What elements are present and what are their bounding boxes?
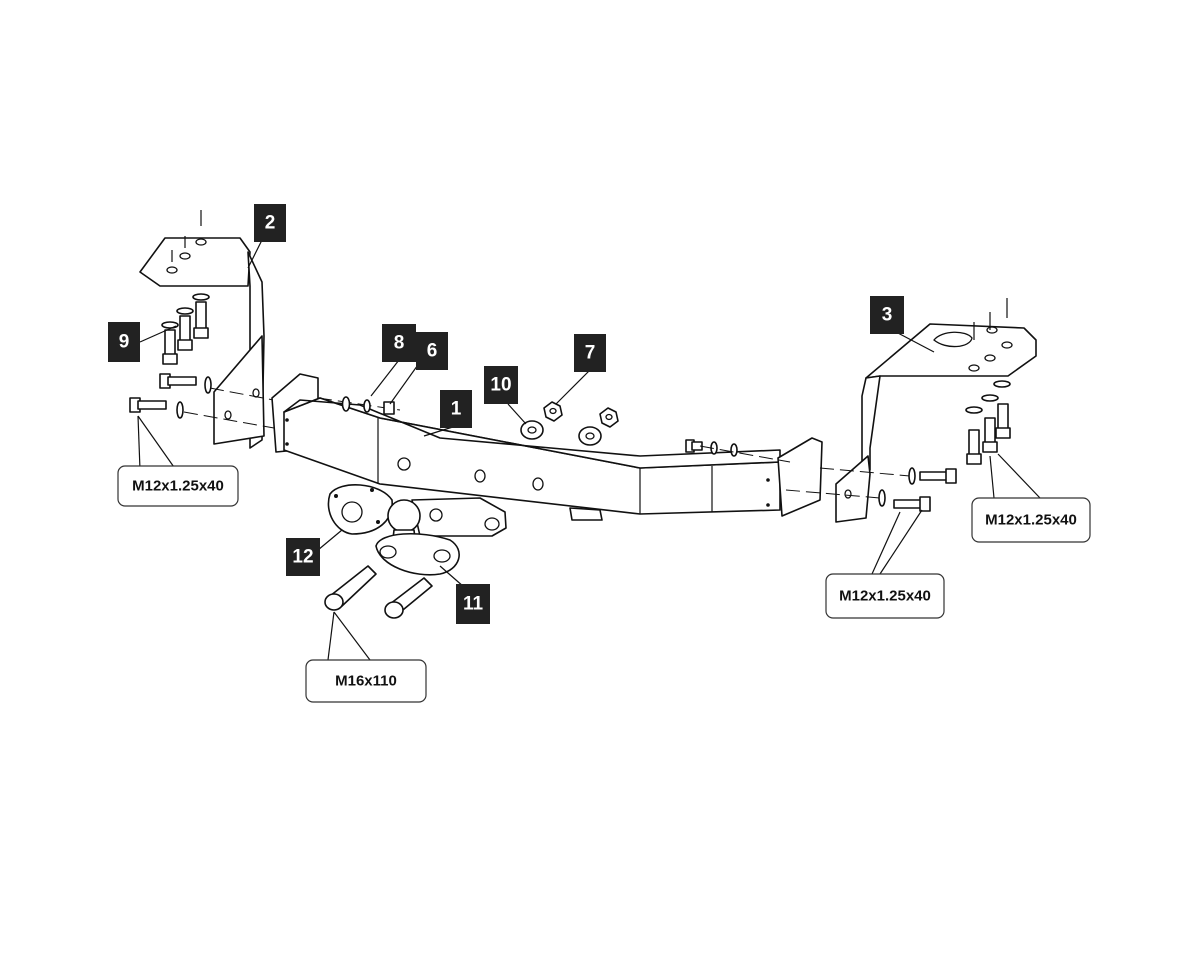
m16-bolts: [324, 565, 433, 619]
part-tag-2: 2: [254, 204, 286, 242]
part-tag-6: 6: [416, 332, 448, 370]
part-tag-12: 12: [286, 538, 320, 576]
right-horizontal-bolts: [785, 467, 957, 512]
part-tag-8: 8: [382, 324, 416, 362]
svg-text:1: 1: [451, 399, 462, 420]
svg-text:3: 3: [882, 305, 893, 326]
left-horizontal-bolts: [129, 373, 301, 429]
right-vertical-bolts: [965, 380, 1011, 465]
washers-and-nuts: [520, 401, 619, 446]
right-bracket: [835, 323, 1037, 523]
part-tag-11: 11: [456, 584, 490, 624]
svg-text:6: 6: [427, 341, 438, 362]
svg-text:7: 7: [585, 343, 596, 364]
callout-m16-bolt: M16x110: [305, 659, 427, 703]
svg-text:M12x1.25x40: M12x1.25x40: [132, 478, 224, 495]
part-tag-1: 1: [440, 390, 472, 428]
left-top-hardware: [317, 396, 401, 415]
main-crossbar: [271, 373, 823, 521]
towball-assembly: [327, 484, 507, 576]
svg-text:8: 8: [394, 333, 405, 354]
svg-text:M12x1.25x40: M12x1.25x40: [985, 512, 1077, 529]
part-tag-9: 9: [108, 322, 140, 362]
left-vertical-bolts: [161, 293, 210, 365]
part-tag-7: 7: [574, 334, 606, 372]
svg-text:11: 11: [463, 594, 484, 615]
part-tag-10: 10: [484, 366, 518, 404]
leader-lines: [137, 239, 1041, 661]
svg-text:9: 9: [119, 332, 130, 353]
svg-text:10: 10: [490, 375, 511, 396]
svg-text:12: 12: [292, 547, 313, 568]
svg-text:M16x110: M16x110: [335, 673, 397, 690]
callout-right-top-bolt: M12x1.25x40: [971, 497, 1091, 543]
right-top-hardware: [685, 439, 791, 463]
callout-right-bottom-bolt: M12x1.25x40: [825, 573, 945, 619]
svg-text:2: 2: [265, 213, 276, 234]
part-tag-3: 3: [870, 296, 904, 334]
svg-text:M12x1.25x40: M12x1.25x40: [839, 588, 931, 605]
callout-left-bolt: M12x1.25x40: [117, 465, 239, 507]
left-bracket: [139, 237, 265, 449]
